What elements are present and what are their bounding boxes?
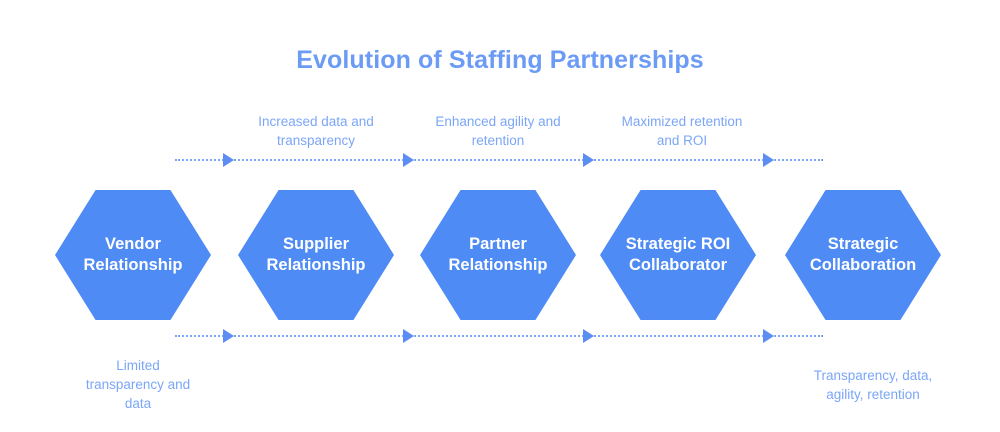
stage-label-4: Strategic ROI Collaborator xyxy=(608,234,748,276)
bottom-caption-right-line1: Transparency, data, xyxy=(813,368,933,383)
stage-label-1-line1: Vendor xyxy=(105,235,161,253)
stage-label-3-line1: Partner xyxy=(469,235,527,253)
top-caption-3-line2: and ROI xyxy=(656,133,708,148)
top-caption-1: Increased data and transparency xyxy=(230,112,402,150)
stage-hexagon-vendor-relationship: Vendor Relationship xyxy=(55,190,211,320)
stage-label-1-line2: Relationship xyxy=(83,256,183,274)
top-arrowhead-2 xyxy=(403,153,414,167)
stage-label-4-line1: Strategic ROI xyxy=(625,235,731,253)
stage-label-5: Strategic Collaboration xyxy=(793,234,933,276)
stage-label-5-line1: Strategic xyxy=(827,235,899,253)
stage-row: Vendor Relationship Supplier Relationshi… xyxy=(0,190,1000,320)
stage-label-2-line1: Supplier xyxy=(282,235,349,253)
bottom-arrowhead-4 xyxy=(763,329,774,343)
top-caption-2-line2: retention xyxy=(471,133,525,148)
stage-label-5-line2: Collaboration xyxy=(809,256,917,274)
stage-hexagon-supplier-relationship: Supplier Relationship xyxy=(238,190,394,320)
top-caption-3-line1: Maximized retention xyxy=(621,114,743,129)
stage-label-4-line2: Collaborator xyxy=(628,256,728,274)
bottom-caption-right-line2: agility, retention xyxy=(826,387,920,402)
stage-label-1: Vendor Relationship xyxy=(63,234,203,276)
stage-label-2: Supplier Relationship xyxy=(246,234,386,276)
bottom-caption-left: Limited transparency and data xyxy=(48,356,228,413)
top-caption-3: Maximized retention and ROI xyxy=(592,112,772,150)
stage-hexagon-partner-relationship: Partner Relationship xyxy=(420,190,576,320)
top-caption-2-line1: Enhanced agility and xyxy=(435,114,561,129)
bottom-arrowhead-3 xyxy=(583,329,594,343)
top-dotted-line xyxy=(175,159,823,161)
top-arrowhead-3 xyxy=(583,153,594,167)
bottom-arrowhead-2 xyxy=(403,329,414,343)
bottom-caption-left-line2: transparency and xyxy=(85,377,191,392)
top-progression-arrow xyxy=(175,153,823,167)
top-arrowhead-4 xyxy=(763,153,774,167)
diagram-title: Evolution of Staffing Partnerships xyxy=(296,46,704,74)
top-caption-2: Enhanced agility and retention xyxy=(412,112,584,150)
bottom-progression-arrow xyxy=(175,329,823,343)
top-caption-1-line2: transparency xyxy=(276,133,356,148)
stage-label-3-line2: Relationship xyxy=(448,256,548,274)
top-caption-1-line1: Increased data and xyxy=(258,114,374,129)
stage-label-3: Partner Relationship xyxy=(428,234,568,276)
top-arrowhead-1 xyxy=(223,153,234,167)
bottom-caption-right: Transparency, data, agility, retention xyxy=(778,366,968,404)
bottom-dotted-line xyxy=(175,335,823,337)
bottom-caption-left-line3: data xyxy=(124,396,152,411)
bottom-arrowhead-1 xyxy=(223,329,234,343)
stage-hexagon-strategic-collaboration: Strategic Collaboration xyxy=(785,190,941,320)
bottom-caption-left-line1: Limited xyxy=(116,358,160,373)
stage-hexagon-strategic-roi-collaborator: Strategic ROI Collaborator xyxy=(600,190,756,320)
stage-label-2-line2: Relationship xyxy=(266,256,366,274)
